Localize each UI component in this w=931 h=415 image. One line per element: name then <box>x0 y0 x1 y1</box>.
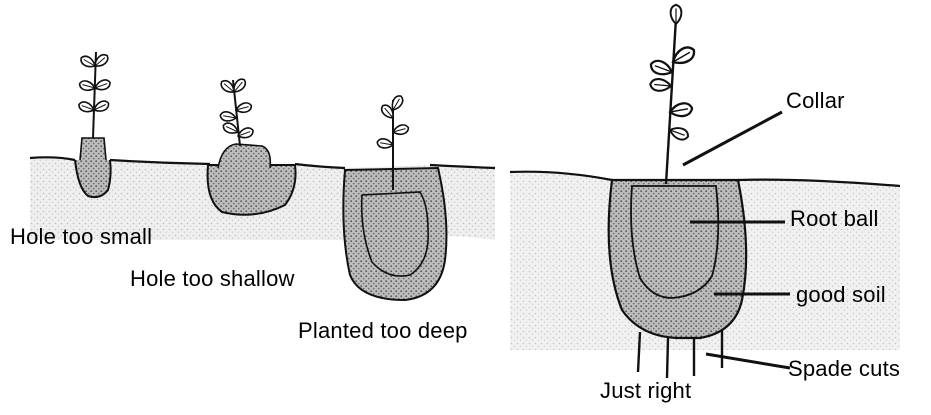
label-just-right: Just right <box>600 378 691 404</box>
hole-too-small-illustration <box>75 52 112 197</box>
label-planted-too-deep: Planted too deep <box>298 318 468 344</box>
label-hole-too-shallow: Hole too shallow <box>130 266 295 292</box>
label-root-ball: Root ball <box>790 206 879 232</box>
label-collar: Collar <box>786 88 845 114</box>
hole-too-shallow-illustration <box>208 77 296 215</box>
label-good-soil: good soil <box>796 282 886 308</box>
label-spade-cuts: Spade cuts <box>788 356 900 382</box>
planted-too-deep-illustration <box>343 94 446 300</box>
label-hole-too-small: Hole too small <box>10 224 152 250</box>
